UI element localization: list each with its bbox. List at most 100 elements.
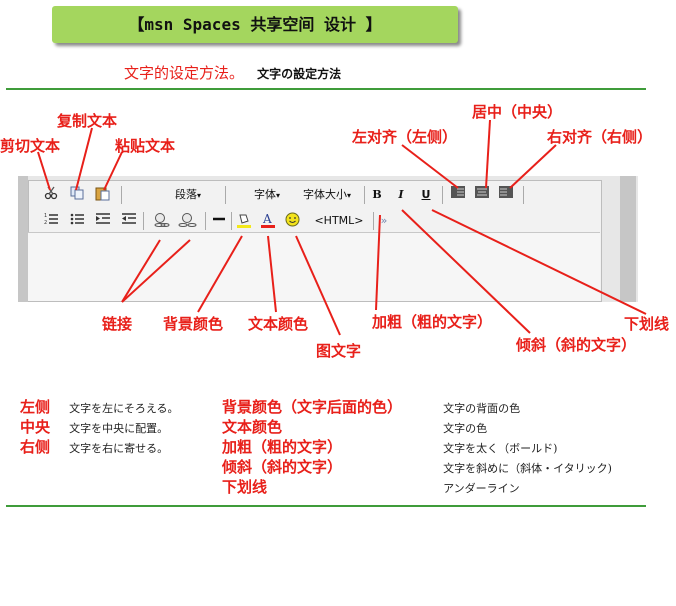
bold-button[interactable]: B bbox=[372, 188, 382, 201]
numbered-list-icon: 12 bbox=[44, 213, 58, 226]
legend-desc: 文字を左にそろえる。 bbox=[69, 402, 179, 415]
legend-row: 倾斜（斜的文字） 文字を斜めに（斜体・イタリック) bbox=[222, 456, 612, 476]
legend-term: 下划线 bbox=[222, 478, 268, 496]
page-banner: 【msn Spaces 共享空间 设计 】 bbox=[52, 6, 458, 43]
callout-bg-color: 背景颜色 bbox=[163, 315, 224, 333]
font-dropdown[interactable]: 字体▾ bbox=[247, 186, 287, 204]
remove-link-button[interactable] bbox=[177, 212, 199, 230]
heading-cn: 文字的设定方法。 bbox=[124, 64, 245, 82]
align-left-icon bbox=[451, 186, 465, 198]
horizontal-rule-icon bbox=[213, 217, 225, 221]
callout-underline: 下划线 bbox=[624, 315, 670, 333]
paint-bucket-icon bbox=[237, 214, 251, 228]
legend-desc: アンダーライン bbox=[443, 482, 520, 495]
toolbar-separator bbox=[143, 212, 144, 230]
toolbar-separator bbox=[442, 186, 443, 204]
legend-term: 加粗（粗的文字） bbox=[222, 438, 343, 456]
align-right-button[interactable] bbox=[498, 186, 514, 204]
legend-term: 中央 bbox=[20, 418, 51, 436]
legend-desc: 文字を右に寄せる。 bbox=[69, 442, 169, 455]
legend-row: 加粗（粗的文字） 文字を太く（ボールド) bbox=[222, 436, 612, 456]
unlink-icon bbox=[178, 213, 197, 227]
legend-term: 右侧 bbox=[20, 438, 51, 456]
more-options-button[interactable]: » bbox=[380, 214, 388, 227]
toolbar-row-1: 段落▾ 字体▾ 字体大小▾ B I U bbox=[29, 186, 601, 208]
link-button[interactable] bbox=[153, 212, 171, 230]
page-heading: 文字的设定方法。 文字の設定方法 bbox=[124, 62, 341, 83]
font-color-icon: A bbox=[261, 212, 275, 228]
font-label: 字体 bbox=[253, 188, 276, 201]
underline-button[interactable]: U bbox=[421, 188, 431, 201]
italic-button[interactable]: I bbox=[398, 188, 404, 201]
toolbar-separator bbox=[373, 212, 374, 230]
smiley-icon bbox=[285, 212, 299, 227]
callout-italic: 倾斜（斜的文字） bbox=[516, 336, 637, 354]
toolbar-separator bbox=[364, 186, 365, 204]
toolbar-separator bbox=[205, 212, 206, 230]
legend-formatting: 背景颜色（文字后面的色） 文字の背面の色 文本颜色 文字の色 加粗（粗的文字） … bbox=[222, 396, 612, 496]
paragraph-dropdown[interactable]: 段落▾ bbox=[165, 186, 211, 204]
toolbar-left-edge bbox=[18, 176, 28, 302]
legend-desc: 文字を中央に配置。 bbox=[69, 422, 169, 435]
callout-align-center: 居中（中央） bbox=[472, 103, 563, 121]
paste-button[interactable] bbox=[94, 186, 112, 204]
legend-row: 背景颜色（文字后面的色） 文字の背面の色 bbox=[222, 396, 612, 416]
svg-text:1: 1 bbox=[44, 213, 47, 219]
legend-desc: 文字の色 bbox=[443, 422, 488, 435]
font-size-label: 字体大小 bbox=[302, 188, 347, 201]
callout-align-right: 右对齐（右侧） bbox=[547, 128, 653, 146]
svg-text:2: 2 bbox=[44, 220, 47, 225]
outdent-icon bbox=[122, 213, 136, 224]
legend-row: 中央 文字を中央に配置。 bbox=[20, 416, 179, 436]
copy-button[interactable] bbox=[69, 186, 85, 204]
font-size-dropdown[interactable]: 字体大小▾ bbox=[295, 186, 359, 204]
dropdown-arrow-icon: ▾ bbox=[275, 191, 280, 200]
background-color-button[interactable] bbox=[235, 212, 253, 230]
legend-term: 倾斜（斜的文字） bbox=[222, 458, 343, 476]
dropdown-arrow-icon: ▾ bbox=[346, 191, 351, 200]
bullet-list-icon bbox=[70, 213, 84, 225]
callout-text-color: 文本颜色 bbox=[248, 315, 309, 333]
svg-text:A: A bbox=[262, 212, 272, 226]
legend-desc: 文字を斜めに（斜体・イタリック) bbox=[443, 462, 612, 475]
heading-jp: 文字の設定方法 bbox=[257, 67, 342, 81]
bullet-list-button[interactable] bbox=[69, 212, 85, 230]
align-center-icon bbox=[475, 186, 489, 198]
align-left-button[interactable] bbox=[450, 186, 466, 204]
legend-desc: 文字を太く（ボールド) bbox=[443, 442, 558, 455]
text-color-button[interactable]: A bbox=[259, 212, 277, 230]
html-view-button[interactable]: <HTML> bbox=[314, 214, 364, 227]
legend-term: 左侧 bbox=[20, 398, 51, 416]
bottom-divider bbox=[6, 505, 646, 507]
align-right-icon bbox=[499, 186, 513, 198]
legend-alignment: 左侧 文字を左にそろえる。 中央 文字を中央に配置。 右侧 文字を右に寄せる。 bbox=[20, 396, 179, 456]
toolbar-separator bbox=[225, 186, 226, 204]
clipboard-icon bbox=[95, 187, 110, 201]
callout-cut: 剪切文本 bbox=[0, 137, 61, 155]
callout-bold: 加粗（粗的文字） bbox=[372, 313, 493, 331]
outdent-button[interactable] bbox=[121, 212, 137, 230]
align-center-button[interactable] bbox=[474, 186, 490, 204]
editor-content-area[interactable] bbox=[28, 232, 600, 301]
legend-term: 文本颜色 bbox=[222, 418, 283, 436]
toolbar-separator bbox=[523, 186, 524, 204]
legend-row: 文本颜色 文字の色 bbox=[222, 416, 612, 436]
callout-link: 链接 bbox=[102, 315, 133, 333]
horizontal-rule-button[interactable] bbox=[211, 212, 227, 230]
indent-icon bbox=[96, 213, 110, 224]
callout-emoticon: 图文字 bbox=[316, 342, 362, 360]
paragraph-label: 段落 bbox=[174, 188, 197, 201]
link-icon bbox=[154, 213, 170, 227]
legend-desc: 文字の背面の色 bbox=[443, 402, 521, 415]
copy-icon bbox=[70, 186, 84, 200]
emoticon-button[interactable] bbox=[283, 212, 301, 230]
legend-row: 左侧 文字を左にそろえる。 bbox=[20, 396, 179, 416]
indent-button[interactable] bbox=[95, 212, 111, 230]
callout-align-left: 左对齐（左侧） bbox=[352, 128, 458, 146]
toolbar-right-edge bbox=[620, 176, 636, 302]
callout-paste: 粘贴文本 bbox=[115, 137, 176, 155]
dropdown-arrow-icon: ▾ bbox=[196, 191, 201, 200]
